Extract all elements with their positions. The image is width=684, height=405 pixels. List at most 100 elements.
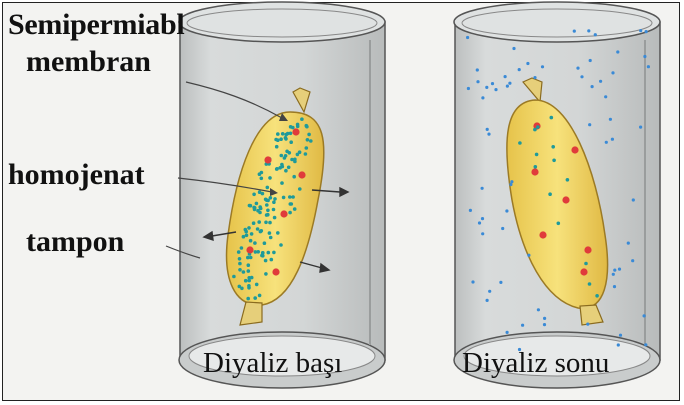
buffer-molecule-dot	[501, 227, 504, 230]
small-molecule-dot	[232, 275, 236, 279]
buffer-molecule-dot	[499, 281, 502, 284]
small-molecule-dot	[266, 209, 270, 213]
small-molecule-dot	[247, 226, 251, 230]
buffer-molecule-dot	[586, 323, 589, 326]
small-molecule-dot	[263, 241, 267, 245]
protein-dot	[292, 128, 299, 135]
buffer-molecule-dot	[481, 96, 484, 99]
buffer-molecule-dot	[504, 75, 507, 78]
buffer-molecule-dot	[618, 268, 621, 271]
label-semipermeable: Semipermiabl	[8, 10, 184, 40]
label-homogenate: homojenat	[8, 160, 145, 190]
small-molecule-dot	[584, 262, 588, 266]
small-molecule-dot	[588, 282, 592, 286]
small-molecule-dot	[242, 235, 246, 239]
buffer-molecule-dot	[487, 133, 490, 136]
small-molecule-dot	[255, 202, 259, 206]
protein-dot	[264, 156, 271, 163]
buffer-molecule-dot	[599, 80, 602, 83]
small-molecule-dot	[250, 232, 254, 236]
buffer-molecule-dot	[509, 183, 512, 186]
buffer-molecule-dot	[518, 68, 521, 71]
small-molecule-dot	[293, 207, 297, 211]
small-molecule-dot	[269, 236, 273, 240]
buffer-molecule-dot	[466, 36, 469, 39]
small-molecule-dot	[267, 251, 271, 255]
buffer-molecule-dot	[481, 187, 484, 190]
small-molecule-dot	[275, 145, 279, 149]
buffer-molecule-dot	[627, 242, 630, 245]
buffer-molecule-dot	[576, 67, 579, 70]
small-molecule-dot	[288, 211, 292, 215]
label-membrane: membran	[26, 47, 151, 77]
buffer-molecule-dot	[469, 209, 472, 212]
buffer-molecule-dot	[632, 198, 635, 201]
small-molecule-dot	[247, 263, 251, 267]
small-molecule-dot	[305, 146, 309, 150]
small-molecule-dot	[272, 208, 276, 212]
small-molecule-dot	[288, 195, 292, 199]
buffer-molecule-dot	[594, 33, 597, 36]
small-molecule-dot	[268, 221, 272, 225]
small-molecule-dot	[265, 198, 269, 202]
buffer-molecule-dot	[647, 65, 650, 68]
buffer-molecule-dot	[643, 55, 646, 58]
small-molecule-dot	[293, 160, 297, 164]
small-molecule-dot	[292, 175, 296, 179]
small-molecule-dot	[246, 297, 250, 301]
small-molecule-dot	[249, 239, 253, 243]
small-molecule-dot	[278, 166, 282, 170]
small-molecule-dot	[282, 196, 286, 200]
small-molecule-dot	[252, 193, 256, 197]
protein-dot	[280, 210, 287, 217]
small-molecule-dot	[285, 150, 289, 154]
small-molecule-dot	[264, 259, 268, 263]
small-molecule-dot	[247, 284, 251, 288]
protein-dot	[584, 246, 591, 253]
buffer-molecule-dot	[491, 82, 494, 85]
small-molecule-dot	[249, 256, 253, 260]
small-molecule-dot	[266, 186, 270, 190]
small-molecule-dot	[279, 243, 283, 247]
buffer-molecule-dot	[643, 314, 646, 317]
small-molecule-dot	[256, 227, 260, 231]
small-molecule-dot	[309, 139, 313, 143]
small-molecule-dot	[280, 181, 284, 185]
protein-dot	[298, 171, 305, 178]
protein-dot	[539, 231, 546, 238]
small-molecule-dot	[280, 154, 284, 158]
small-molecule-dot	[268, 231, 272, 235]
small-molecule-dot	[298, 150, 302, 154]
small-molecule-dot	[287, 166, 291, 170]
small-molecule-dot	[272, 251, 276, 255]
small-molecule-dot	[566, 178, 570, 182]
small-molecule-dot	[272, 200, 276, 204]
buffer-molecule-dot	[467, 87, 470, 90]
buffer-molecule-dot	[645, 30, 648, 33]
small-molecule-dot	[264, 221, 268, 225]
small-molecule-dot	[535, 153, 539, 157]
small-molecule-dot	[280, 163, 284, 167]
small-molecule-dot	[548, 192, 552, 196]
buffer-molecule-dot	[508, 82, 511, 85]
buffer-molecule-dot	[471, 280, 474, 283]
small-molecule-dot	[276, 231, 280, 235]
buffer-molecule-dot	[505, 209, 508, 212]
small-molecule-dot	[252, 206, 256, 210]
small-molecule-dot	[259, 207, 263, 211]
small-molecule-dot	[260, 229, 264, 233]
protein-dot	[272, 268, 279, 275]
small-molecule-dot	[242, 270, 246, 274]
buffer-molecule-dot	[589, 59, 592, 62]
small-molecule-dot	[273, 197, 277, 201]
small-molecule-dot	[245, 234, 249, 238]
buffer-molecule-dot	[526, 62, 529, 65]
small-molecule-dot	[557, 222, 561, 226]
small-molecule-dot	[286, 132, 290, 136]
small-molecule-dot	[284, 154, 288, 158]
buffer-molecule-dot	[639, 126, 642, 129]
buffer-molecule-dot	[587, 29, 590, 32]
buffer-molecule-dot	[644, 343, 647, 346]
small-molecule-dot	[250, 276, 254, 280]
buffer-molecule-dot	[486, 128, 489, 131]
